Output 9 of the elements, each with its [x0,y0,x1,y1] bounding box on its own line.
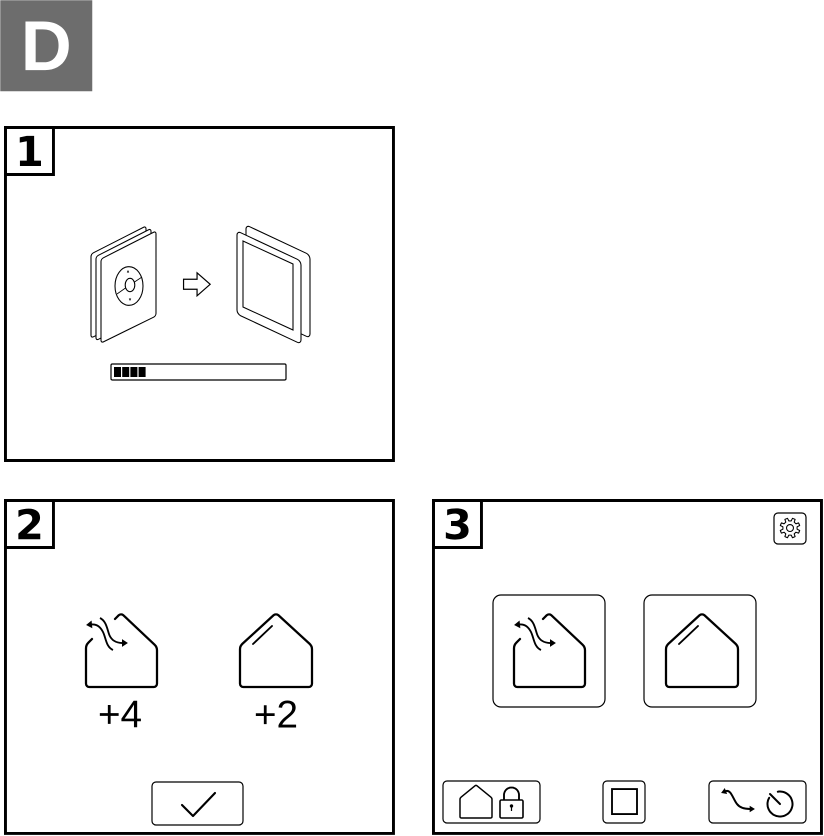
step-number: 2 [4,499,55,549]
step-number: 1 [4,126,55,176]
touchscreen-drawing [236,226,311,344]
arrow [182,271,212,298]
section-badge: D [0,0,92,92]
count-label: +2 [256,700,296,728]
thermostat-drawing [90,226,157,343]
count-label: +4 [100,700,141,728]
step-number: 3 [432,499,483,549]
